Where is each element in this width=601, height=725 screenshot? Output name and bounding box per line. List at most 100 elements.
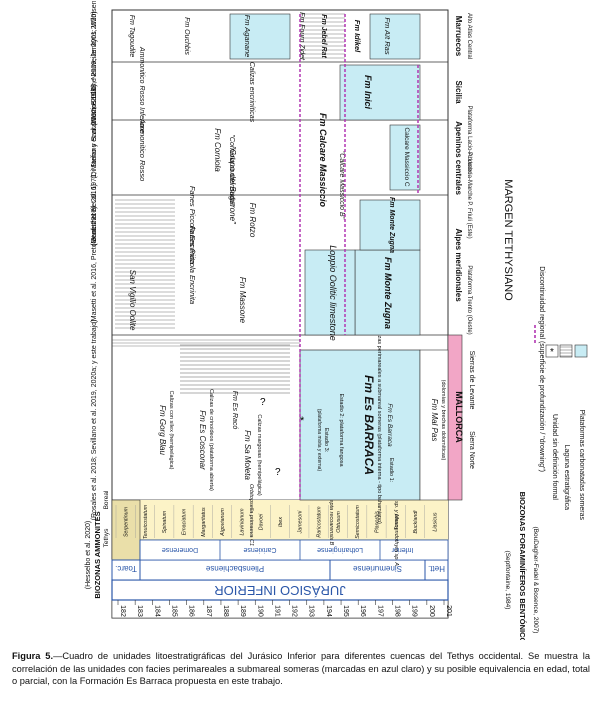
fourn-zidet-title: Fm Fourn Zidet — [298, 12, 305, 61]
apeninos-ref: (Centamore et al. 1971; Marino y Santant… — [91, 84, 98, 246]
age-label-188: 188 — [222, 605, 229, 617]
apeninos-umbria: P. Umbria-Marche — [466, 152, 472, 201]
age-label-185: 185 — [170, 605, 177, 617]
age-label-197: 197 — [376, 605, 383, 617]
age-label-193: 193 — [308, 605, 315, 617]
figure-caption: Figura 5.—Cuadro de unidades litoestrati… — [12, 650, 590, 688]
ammonite-zone-2: Spinatum — [162, 510, 168, 533]
ammonite-zone-15: Bucklandi — [413, 510, 419, 534]
caption-text: —Cuadro de unidades litoestratigráficas … — [12, 651, 590, 686]
mallorca-ref: (Rosales et al. 2018; Sevillano et al. 2… — [91, 320, 98, 521]
ammonite-zone-13: Planorbis — [374, 511, 380, 533]
sa-moleta-title: Fm Sa Moleta — [243, 430, 252, 480]
legend-asterisk-box — [545, 344, 559, 358]
foram-ref2: (BouDagher-Fadel & Bosence, 2007) — [532, 527, 539, 634]
idikel-title: Fm Idikel — [353, 20, 362, 53]
masone-title: Fm Massone — [238, 277, 247, 324]
es-cosconar-desc: Calizas de crinoideos (plataforma abiert… — [208, 389, 214, 491]
series-label-3: Hett. — [428, 564, 445, 573]
age-label-201: 201 — [445, 605, 452, 617]
es-cosconar-title: Fm Es Cosconar — [198, 410, 207, 470]
es-barraca-sub: Fm Es Barraca — [386, 403, 393, 447]
foram-ref1: (Septfontaine, 1984) — [504, 551, 511, 610]
legend-blue-box — [574, 344, 588, 358]
es-barraca-title: Fm Es BARRACA — [362, 375, 376, 475]
aganane-block — [229, 13, 291, 60]
loppio-block — [304, 249, 356, 336]
rotzo-title: Fm Rotzo — [248, 203, 257, 238]
ait-ras-block — [369, 13, 421, 60]
ammonite-zone-5: Algovianum — [220, 508, 226, 537]
ammonite-zone-3: Emaciatum — [182, 508, 188, 535]
substage-label-3: Inferior — [391, 546, 413, 553]
ammonite-zone-16: Liasicus — [432, 512, 438, 531]
marruecos-title: Marruecos — [454, 16, 463, 57]
age-label-194: 194 — [325, 605, 332, 617]
inici-title: Fm Inici — [363, 75, 373, 110]
series-label-0: Toarc. — [115, 564, 137, 573]
ammonite-tethys: Tethys — [103, 528, 110, 548]
sicilia-title: Sicilia — [454, 80, 463, 104]
age-label-191: 191 — [273, 605, 280, 617]
inici-block — [339, 64, 421, 121]
substage-label-1: Carixiense — [243, 546, 276, 553]
ammonite-zone-10: Raricostatum — [317, 506, 323, 538]
mallorca-sierras-levante: Sierras de Levante — [468, 351, 475, 410]
ammonite-boreal: Boreal — [103, 490, 110, 509]
age-label-183: 183 — [136, 605, 143, 617]
ammonite-zone-4: Margaritatus — [201, 507, 207, 537]
age-label-196: 196 — [359, 605, 366, 617]
corniola-title: Fm Corniola — [213, 128, 222, 172]
legend-item-2: Laguna estratigráfica — [563, 445, 570, 510]
gorg-blau-title: Fm Gorg Blau — [158, 405, 167, 455]
age-label-184: 184 — [153, 605, 160, 617]
margin-label: MARGEN TETHYSIANO — [502, 179, 514, 301]
marruecos-subtitle: Alto Atlas Central — [466, 13, 472, 59]
foram-unit-1: Lituosepta recoarensis B — [328, 485, 334, 546]
age-label-200: 200 — [428, 605, 435, 617]
mal-pas-desc: (dolomías y brechas dolomíticas) — [440, 380, 446, 461]
jebel-rat-title: Fm Jebel Rat — [320, 14, 327, 58]
loppio-title: Loppio Oolitic limestone — [328, 245, 338, 341]
age-label-182: 182 — [119, 605, 126, 617]
alpes-friuli: P. Friuli (Este) — [466, 201, 472, 238]
mallorca-sierra-norte: Sierra Norte — [468, 431, 475, 469]
legend-asterisk: * — [550, 347, 554, 358]
substage-label-2: Lotharingiense — [317, 546, 363, 553]
ammonite-ref: (Hesselbo et al. 2020) — [85, 521, 92, 589]
legend-item-3: Plataformas carbonatadas someras — [578, 410, 585, 521]
es-raco: Fm Es Racó — [231, 391, 238, 430]
age-label-195: 195 — [342, 605, 349, 617]
age-label-187: 187 — [205, 605, 212, 617]
ammonite-header: BIOZONAS AMMONITES — [93, 511, 102, 598]
mallorca-asterisk: * — [300, 415, 305, 427]
sicilia-ref: (Di Stefano et al. 2002, Basilone 2009, … — [91, 11, 98, 178]
ammonite-zone-0: Serpentinum — [124, 506, 130, 537]
age-label-192: 192 — [291, 605, 298, 617]
question-mark-2: ? — [275, 467, 281, 478]
es-barraca-block — [299, 349, 421, 501]
age-label-198: 198 — [394, 605, 401, 617]
foram-unit-2: Siphovalvulina sp. y Mesoendothyra sp. A — [393, 464, 399, 566]
ammonite-zone-6: Lavinianum — [239, 508, 245, 536]
age-label-190: 190 — [256, 605, 263, 617]
marruecos-ref: (Warme 1988, Neuweiler 2001; Wilmsen et … — [91, 0, 98, 126]
series-label-2: Sinemuriense — [352, 564, 401, 573]
legend-item-0: Discontinuidad regional (superficie de p… — [538, 266, 545, 472]
estadio2: Estadio 2: plataforma fangosa — [338, 393, 344, 467]
ammonite-zone-12: Semicostatum — [355, 505, 361, 539]
mal-pas-title: Fm Mal Pas — [430, 399, 439, 442]
fanes-2: Fanes Piccola Encrinita — [188, 186, 197, 264]
aganane-title: Fm Aganane — [243, 15, 252, 58]
age-label-199: 199 — [411, 605, 418, 617]
tagoudite-title: Fm Tagoudite — [128, 15, 135, 58]
legend-item-1: Unidad sin definición formal — [551, 414, 558, 500]
foram-header: BIOZONAS FORAMINÍFEROS BENTÓNICOS — [518, 492, 527, 640]
mallorca-title: MALLORCA — [454, 391, 464, 443]
es-barraca-desc: Calizas perimareales a submareal someras… — [376, 326, 382, 524]
san-vigilio-title: San Vigilio Oolite — [128, 270, 137, 331]
substage-label-0: Domerense — [162, 546, 198, 553]
estadio3-desc: (plataforma mixta y externa) — [316, 409, 322, 472]
mal-pas-block — [419, 349, 449, 501]
